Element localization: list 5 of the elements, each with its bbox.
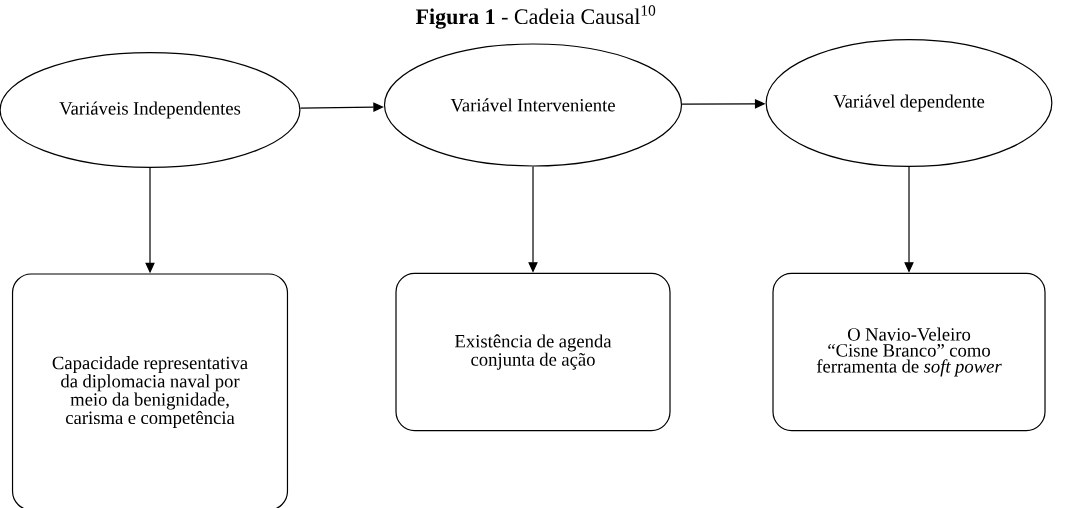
arrow bbox=[299, 102, 384, 112]
description-box: Existência de agenda conjunta de ação bbox=[395, 272, 671, 432]
description-box: Capacidade representativa da diplomacia naval por meio da benignidade, carisma e competência bbox=[11, 273, 289, 508]
figure-title: Figura 1 - Cadeia Causal$^{10}$ bbox=[415, 5, 656, 29]
description-box: O Navio-Veleiro “Cisne Branco” como ferramenta de soft power bbox=[772, 272, 1046, 432]
